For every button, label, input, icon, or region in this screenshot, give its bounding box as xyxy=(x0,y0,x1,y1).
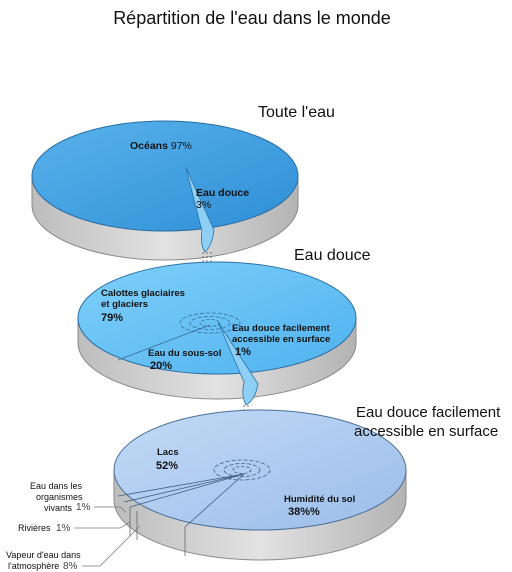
leader-organisms xyxy=(94,506,127,513)
label-surface-value: 1% xyxy=(235,346,251,358)
label-oceans: Océans 97% xyxy=(130,140,192,152)
label-freshwater-value: 3% xyxy=(196,199,211,211)
label-ice-line1: Calottes glaciaires xyxy=(101,288,185,299)
label-surface-line1: Eau douce facilement xyxy=(232,323,331,334)
diagram-title: Répartition de l'eau dans le monde xyxy=(113,8,391,28)
disc-freshwater-top xyxy=(77,261,357,375)
label-freshwater-name: Eau douce xyxy=(196,187,249,199)
label-vapour-value: 8% xyxy=(63,561,78,572)
label-groundwater-name: Eau du sous-sol xyxy=(148,348,221,359)
label-surface-line2: accessible en surface xyxy=(232,334,330,345)
label-groundwater-value: 20% xyxy=(150,360,172,372)
heading-freshwater: Eau douce xyxy=(294,247,371,264)
disc-all-water-top xyxy=(31,120,299,232)
label-organisms-line3: vivants xyxy=(44,503,73,513)
label-oceans-value: 97% xyxy=(171,140,192,152)
label-ice-value: 79% xyxy=(101,312,123,324)
heading-all-water: Toute l'eau xyxy=(258,104,335,121)
label-organisms-line1: Eau dans les xyxy=(30,481,83,491)
label-organisms-line2: organismes xyxy=(36,492,83,502)
label-oceans-name: Océans xyxy=(130,140,168,152)
leader-rivers xyxy=(74,521,131,529)
label-rivers-name: Rivières xyxy=(18,523,51,533)
disc-freshwater xyxy=(77,261,357,406)
label-soil-value: 38%% xyxy=(288,506,320,518)
label-rivers-value: 1% xyxy=(56,523,71,534)
disc-all-water xyxy=(31,120,299,261)
groundwater-boundary xyxy=(117,324,211,361)
label-lakes-name: Lacs xyxy=(157,447,179,458)
heading-surface-line1: Eau douce facilement xyxy=(356,404,501,421)
label-organisms-value: 1% xyxy=(76,502,91,513)
label-soil-name: Humidité du sol xyxy=(284,494,355,505)
heading-surface-line2: accessible en surface xyxy=(354,423,498,440)
label-lakes-value: 52% xyxy=(156,460,178,472)
freshwater-wedge xyxy=(185,167,215,253)
label-vapour-line2: l'atmosphère xyxy=(8,561,59,571)
disc-surface-water xyxy=(113,409,407,561)
leader-vapour xyxy=(82,525,141,567)
surface-water-wedge xyxy=(217,321,259,406)
label-vapour-line1: Vapeur d'eau dans xyxy=(6,550,81,560)
label-ice-line2: et glaciers xyxy=(101,299,148,310)
